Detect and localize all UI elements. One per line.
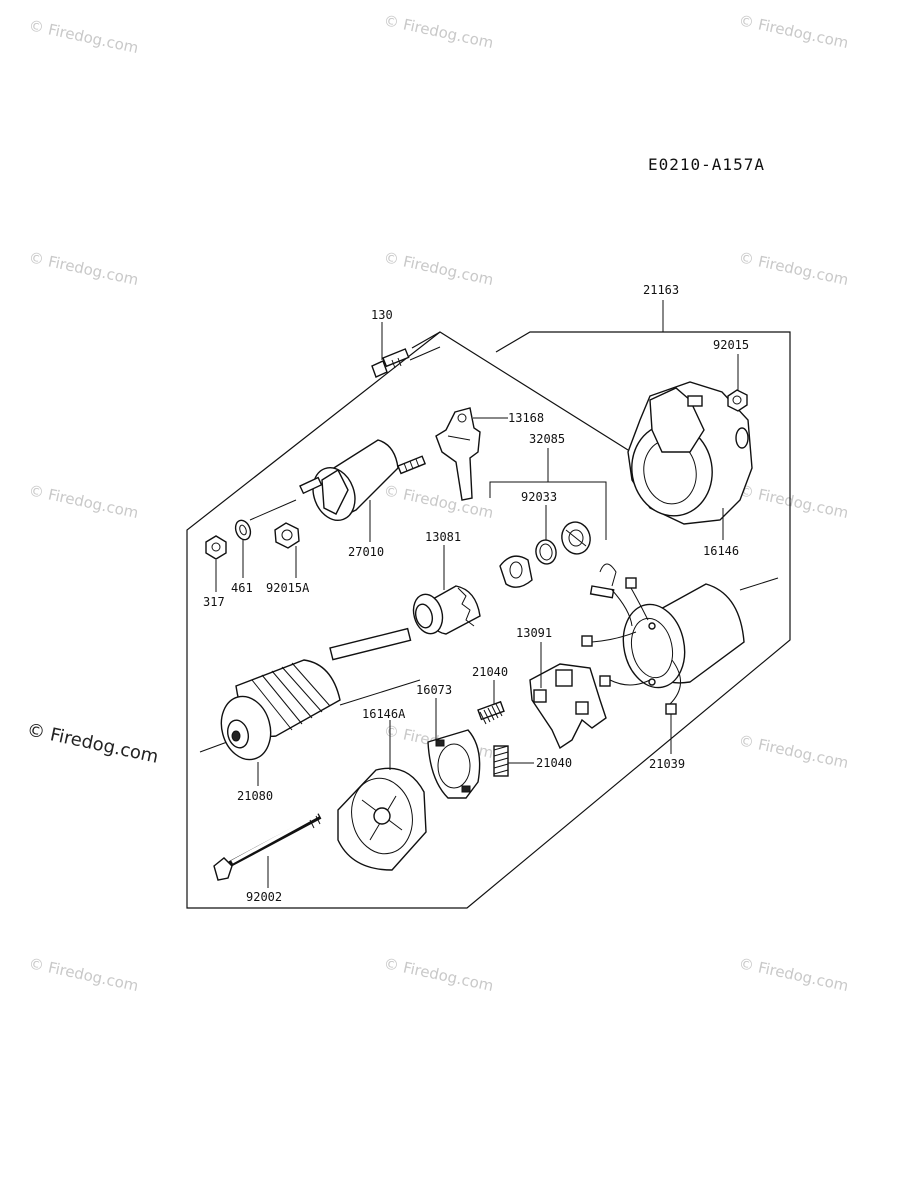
nut-92015A <box>274 522 300 549</box>
through-bolt-92002 <box>213 813 322 881</box>
part-label-13091: 13091 <box>516 626 552 640</box>
bearing-cap <box>561 521 591 555</box>
part-label-21163: 21163 <box>643 283 679 297</box>
spring-21040-upper <box>477 700 505 725</box>
part-label-27010: 27010 <box>348 545 384 559</box>
watermark: © Firedog.com <box>27 481 140 522</box>
part-label-13168: 13168 <box>508 411 544 425</box>
watermark: © Firedog.com <box>382 481 495 522</box>
part-label-92033: 92033 <box>521 490 557 504</box>
side-watermark: © Firedog.com <box>25 719 160 767</box>
part-label-32085: 32085 <box>529 432 565 446</box>
watermark: © Firedog.com <box>737 248 850 289</box>
rear-cover-16146A <box>337 767 427 871</box>
part-label-16146: 16146 <box>703 544 739 558</box>
part-label-92002: 92002 <box>246 890 282 904</box>
solenoid-27010 <box>299 439 427 521</box>
brush-plate-16073 <box>427 729 481 799</box>
watermark: © Firedog.com <box>27 16 140 57</box>
part-label-92015: 92015 <box>713 338 749 352</box>
watermark: © Firedog.com <box>737 11 850 52</box>
yoke-field-coil <box>622 583 745 689</box>
pinion-13081 <box>412 585 481 635</box>
part-label-13081: 13081 <box>425 530 461 544</box>
watermark: © Firedog.com <box>382 248 495 289</box>
brush-holder-13091 <box>529 663 607 750</box>
watermark: © Firedog.com <box>27 954 140 995</box>
part-label-21040-lower: 21040 <box>536 756 572 770</box>
watermark: © Firedog.com <box>382 11 495 52</box>
watermark: © Firedog.com <box>737 731 850 772</box>
armature-21080 <box>220 627 412 761</box>
leader-lines <box>215 300 739 888</box>
diagram-code: E0210-A157A <box>648 155 765 174</box>
watermark: © Firedog.com <box>27 248 140 289</box>
part-label-21040-upper: 21040 <box>472 665 508 679</box>
part-label-16146A: 16146A <box>362 707 406 721</box>
part-label-130: 130 <box>371 308 393 322</box>
part-label-21039: 21039 <box>649 757 685 771</box>
watermark: © Firedog.com <box>382 954 495 995</box>
bolt-130 <box>371 348 410 378</box>
brush-lead-21039 <box>581 563 681 715</box>
part-label-317: 317 <box>203 595 225 609</box>
part-label-461: 461 <box>231 581 253 595</box>
spring-21040-lower <box>493 745 509 777</box>
part-label-92015A: 92015A <box>266 581 310 595</box>
nut-317 <box>205 535 227 560</box>
washer-461 <box>234 519 252 541</box>
watermark: © Firedog.com <box>737 954 850 995</box>
part-labels: 21163 130 92015 13168 32085 92033 27010 … <box>203 283 749 904</box>
nut-92015 <box>727 389 748 412</box>
part-label-16073: 16073 <box>416 683 452 697</box>
watermark: © Firedog.com <box>737 481 850 522</box>
part-label-21080: 21080 <box>237 789 273 803</box>
snap-ring-92033 <box>535 539 557 565</box>
assembly-frame <box>186 331 791 909</box>
lever-13168 <box>435 407 481 501</box>
housing-16146 <box>627 381 753 525</box>
shim-plate <box>499 555 533 588</box>
